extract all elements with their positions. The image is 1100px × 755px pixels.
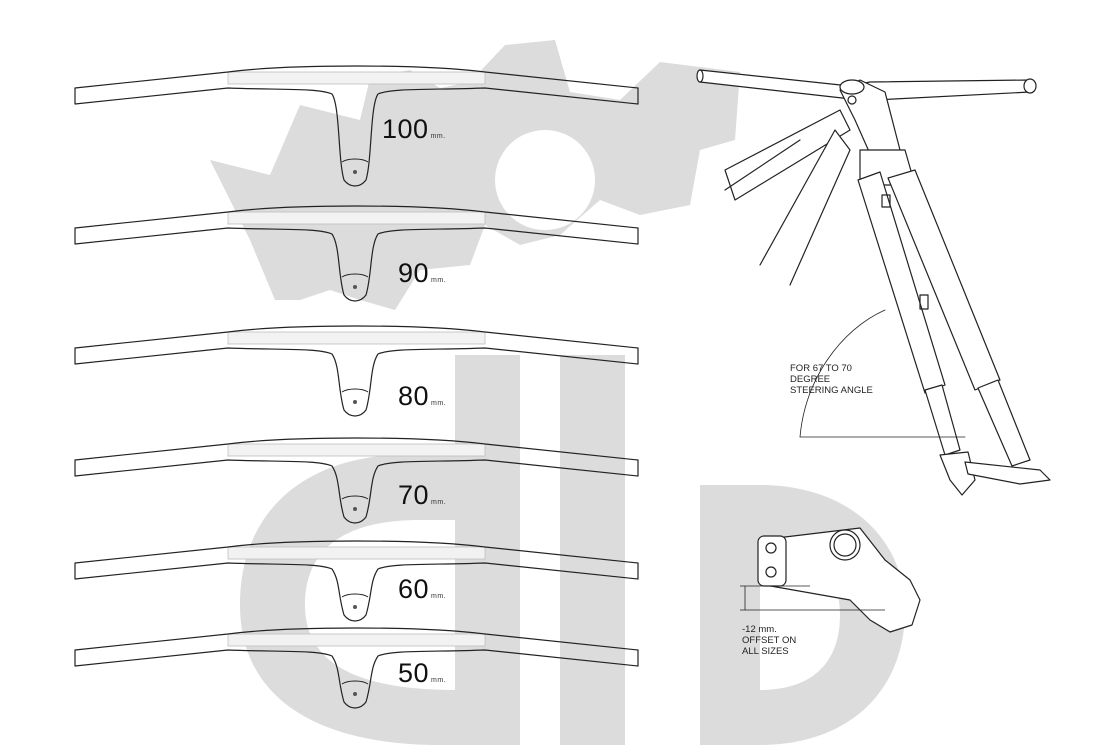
bike-front-illustration [696,69,1051,496]
handlebar-outline [74,325,639,417]
handlebar-group [74,65,639,709]
size-unit: mm. [431,593,447,600]
size-unit: mm. [431,677,447,684]
watermark-crown-hole [495,130,595,230]
steering-note-line1: FOR 67 TO 70 [790,363,852,374]
steering-note-line3: STEERING ANGLE [790,385,873,396]
size-value: 50 [398,658,430,688]
watermark-letter-l [560,355,625,745]
handlebar-100 [74,65,639,187]
fork-left-lower [924,384,961,456]
handlebar-outline [74,540,639,622]
steering-note-line2: DEGREE [790,374,831,385]
handlebar-50 [74,627,639,709]
bar-end-icon [1023,78,1037,94]
handlebar-80 [74,325,639,417]
handlebar-outline [74,205,639,302]
steering-angle-arc [799,309,886,438]
size-unit: mm. [431,400,447,407]
size-value: 100 [382,114,429,144]
bike-down-tube [759,129,851,286]
stem-body [759,527,921,633]
stem-bolt-icon [353,400,357,404]
watermark-crown [210,40,740,310]
size-unit: mm. [431,499,447,506]
stem-bolt-icon [353,170,357,174]
size-value: 90 [398,258,430,288]
fork-axle [964,461,1051,485]
handlebar-outline [74,627,639,709]
handlebar-outline [74,437,639,524]
size-value: 80 [398,381,430,411]
size-value: 70 [398,480,430,510]
offset-note-line3: ALL SIZES [742,646,789,657]
fork-right-lower [977,379,1031,467]
handlebar-60 [74,540,639,622]
stem-bolt-icon [353,605,357,609]
offset-note-line1: -12 mm. [742,624,777,635]
size-unit: mm. [431,277,447,284]
stem-bolt-icon [353,692,357,696]
offset-note: -12 mm. OFFSET ON ALL SIZES [742,624,796,657]
size-value: 60 [398,574,430,604]
watermark-letter-d [240,355,520,745]
stem-bolt-icon [353,285,357,289]
stem-offset-detail [740,527,921,633]
handlebar-90 [74,205,639,302]
steering-angle-note: FOR 67 TO 70 DEGREE STEERING ANGLE [790,363,873,396]
fork-left-leg [857,171,946,394]
handlebar-outline [74,65,639,187]
bike-top-tube [724,109,851,201]
fork-right-leg [887,169,1001,391]
handlebar-70 [74,437,639,524]
offset-note-line2: OFFSET ON [742,635,797,646]
size-unit: mm. [430,133,446,140]
stem-bolt-icon [353,507,357,511]
